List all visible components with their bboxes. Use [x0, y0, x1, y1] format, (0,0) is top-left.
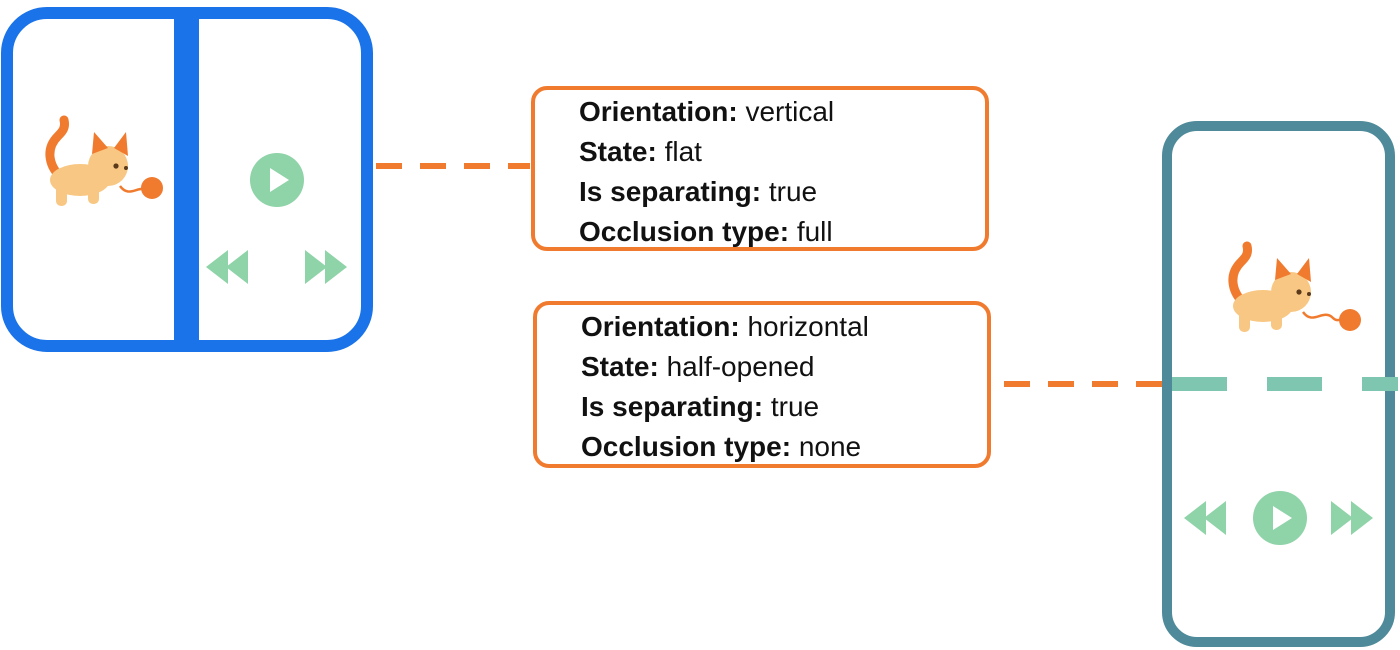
info-box-vertical: Orientation: vertical State: flat Is sep…: [531, 86, 989, 251]
state-line: State: flat: [579, 136, 702, 167]
occlusion-line: Occlusion type: none: [581, 431, 862, 462]
play-icon[interactable]: [1253, 491, 1307, 545]
orientation-line: Orientation: horizontal: [581, 311, 869, 342]
occlusion-line: Occlusion type: full: [579, 216, 833, 247]
yarn-ball-icon: [141, 177, 163, 199]
state-line: State: half-opened: [581, 351, 815, 382]
separating-line: Is separating: true: [579, 176, 818, 207]
info-box-horizontal: Orientation: horizontal State: half-open…: [533, 301, 991, 468]
separating-line: Is separating: true: [581, 391, 820, 422]
flat-device: [1, 7, 373, 352]
orientation-line: Orientation: vertical: [579, 96, 835, 127]
vertical-hinge: [174, 13, 199, 346]
play-icon[interactable]: [250, 153, 304, 207]
tabletop-device: [1162, 121, 1398, 647]
yarn-ball-icon: [1339, 309, 1361, 331]
